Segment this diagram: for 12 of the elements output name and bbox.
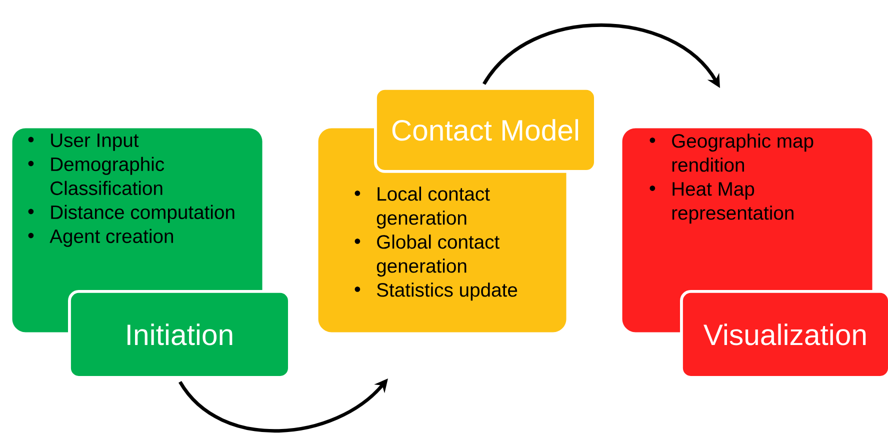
node-label: Demographic Classification: [50, 156, 164, 196]
node-label: User Input: [51, 134, 139, 151]
node-label: Heat Map representation: [672, 182, 794, 224]
node-label: Local contact generation: [376, 186, 490, 229]
title-tab: Visualization: [680, 290, 888, 379]
node-label: Geographic map rendition: [672, 134, 814, 172]
title-tab: Initiation: [68, 290, 291, 379]
node-label: Global contact generation: [376, 234, 500, 277]
node-label: Agent creation: [50, 228, 173, 247]
node-label: Distance computation: [51, 204, 234, 223]
title-tab: Contact Model: [374, 87, 597, 173]
node-label: Statistics update: [376, 282, 518, 301]
